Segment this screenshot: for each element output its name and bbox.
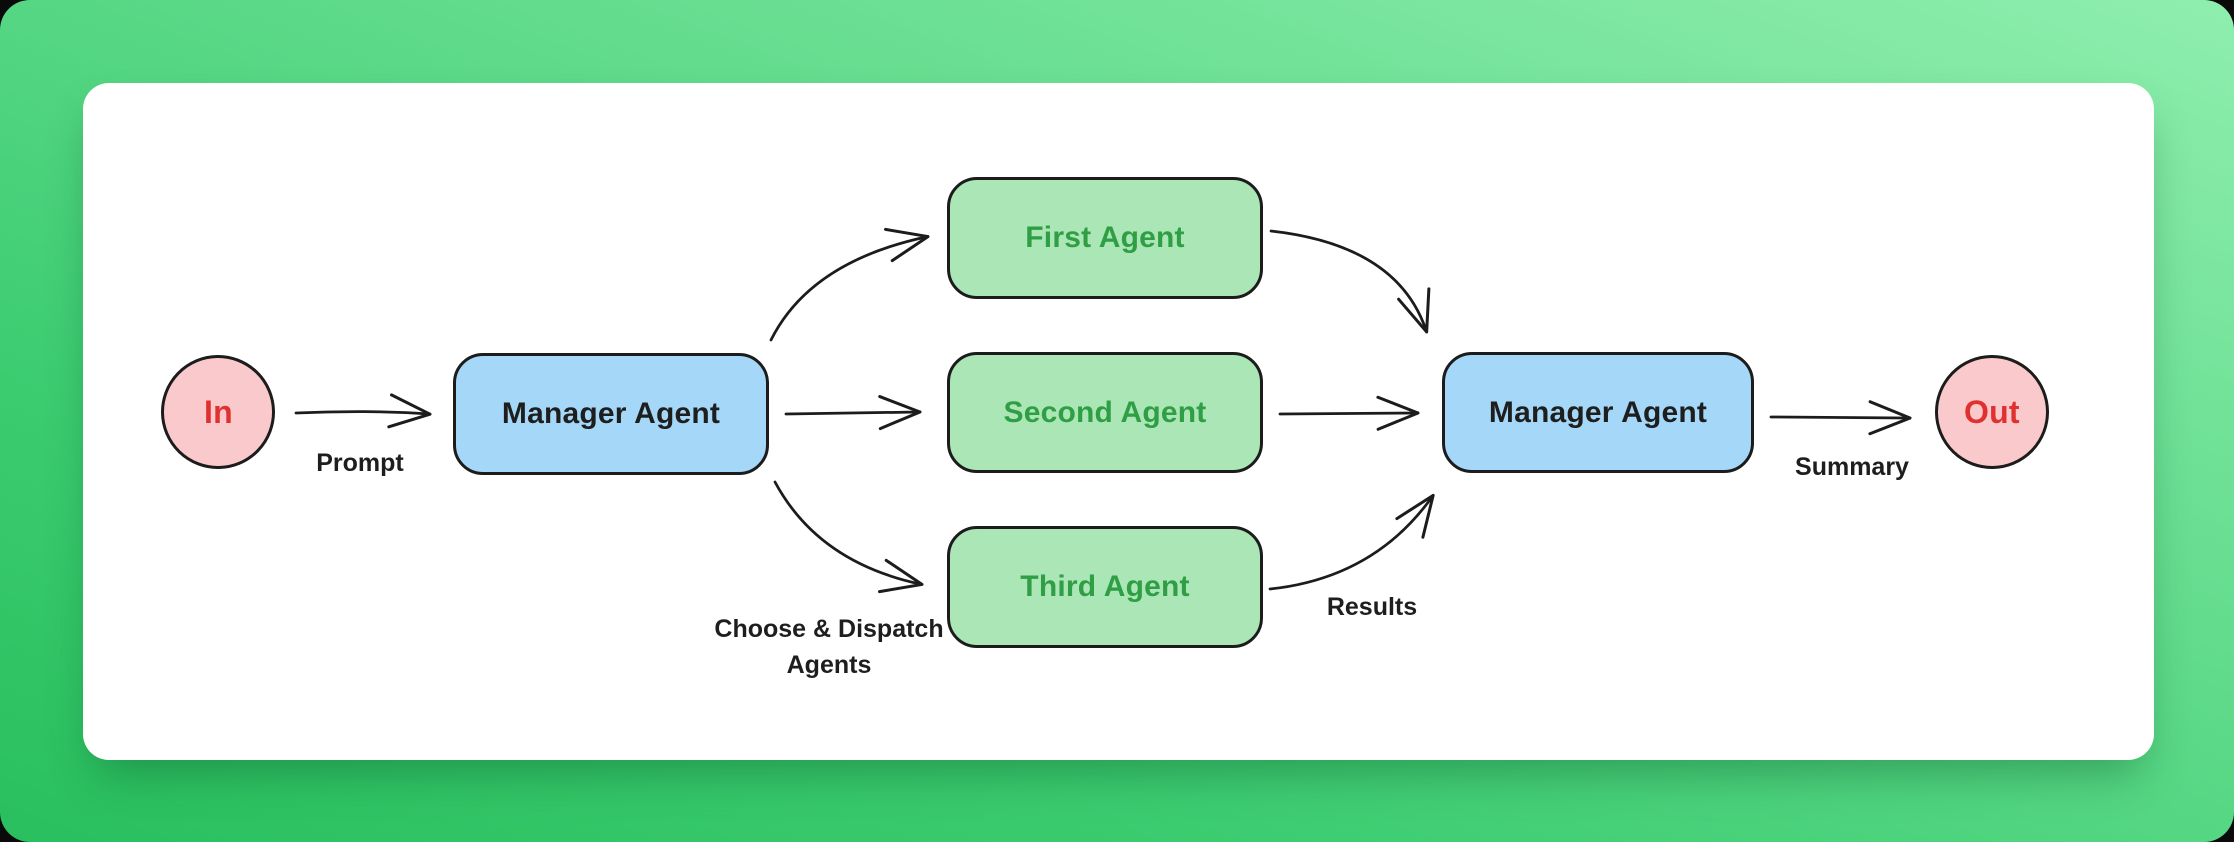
- edge-label-dispatch-line1: Choose & Dispatch: [714, 614, 944, 643]
- node-manager-agent-left: Manager Agent: [453, 353, 769, 475]
- node-out-label: Out: [1964, 393, 2020, 430]
- node-third-agent-label: Third Agent: [1020, 570, 1190, 603]
- edge-label-prompt: Prompt: [316, 448, 404, 477]
- edge-label-dispatch-line2: Agents: [786, 651, 872, 679]
- edge-label-results: Results: [1326, 592, 1418, 621]
- node-manager-agent-right-label: Manager Agent: [1488, 395, 1708, 429]
- node-in-label: In: [203, 393, 233, 430]
- node-third-agent: Third Agent: [947, 526, 1263, 648]
- edge-label-dispatch: Choose & Dispatch Agents: [714, 611, 943, 684]
- edge-label-summary: Summary: [1795, 452, 1909, 481]
- node-second-agent-label: Second Agent: [1003, 395, 1207, 429]
- node-manager-agent-left-label: Manager Agent: [501, 397, 721, 430]
- node-first-agent: First Agent: [947, 177, 1263, 299]
- node-first-agent-label: First Agent: [1025, 221, 1185, 254]
- node-second-agent: Second Agent: [947, 352, 1263, 473]
- node-manager-agent-right: Manager Agent: [1442, 352, 1754, 473]
